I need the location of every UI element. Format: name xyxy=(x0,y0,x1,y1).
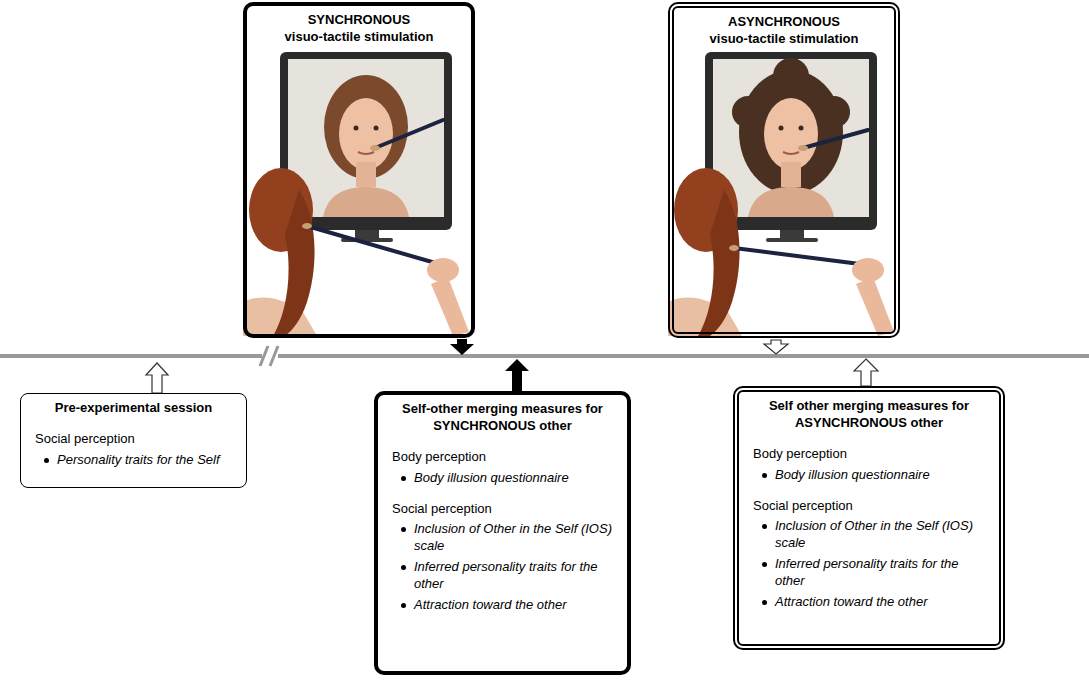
bullet-row: Inclusion of Other in the Self (IOS) sca… xyxy=(749,518,989,552)
measure-item: Inferred personality traits for the othe… xyxy=(775,556,989,590)
box-heading: visuo-tactile stimulation xyxy=(257,29,461,46)
measure-item: Inclusion of Other in the Self (IOS) sca… xyxy=(775,518,989,552)
timeline-arrows-part xyxy=(854,359,878,386)
asynchronous-illustration xyxy=(668,52,894,336)
measure-item: Inferred personality traits for the othe… xyxy=(414,559,617,593)
bullet-dot xyxy=(762,473,767,478)
bullet-dot xyxy=(762,562,767,567)
timeline-arrows-part xyxy=(146,363,168,393)
section-label: Social perception xyxy=(31,431,236,448)
measures-box: Self other merging measures for ASYNCHRO… xyxy=(733,386,1005,650)
box-heading: Self other merging measures for ASYNCHRO… xyxy=(749,398,989,432)
timeline-part xyxy=(260,346,268,366)
synchronous-illustration-part xyxy=(427,258,459,282)
asynchronous-illustration-part xyxy=(734,248,860,264)
timeline-arrows-part xyxy=(505,359,529,391)
asynchronous-illustration-part xyxy=(732,96,764,128)
bullet-dot xyxy=(762,600,767,605)
asynchronous-illustration-part xyxy=(668,168,894,336)
bullet-row: Inclusion of Other in the Self (IOS) sca… xyxy=(388,521,617,555)
stimulation-panel: ASYNCHRONOUSvisuo-tactile stimulation xyxy=(668,2,900,338)
measures-box: Self-other merging measures for SYNCHRON… xyxy=(374,391,631,675)
synchronous-illustration-part xyxy=(243,168,469,336)
bullet-row: Inferred personality traits for the othe… xyxy=(388,559,617,593)
bullet-row: Personality traits for the Self xyxy=(31,452,236,469)
bullet-row: Inferred personality traits for the othe… xyxy=(749,556,989,590)
measure-item: Inclusion of Other in the Self (IOS) sca… xyxy=(414,521,617,555)
measure-item: Attraction toward the other xyxy=(414,597,617,614)
asynchronous-illustration-part xyxy=(773,58,809,94)
box-heading: visuo-tactile stimulation xyxy=(684,31,884,48)
bullet-dot xyxy=(401,603,406,608)
bullet-dot xyxy=(44,458,49,463)
asynchronous-illustration-part xyxy=(729,245,739,251)
bullet-row: Attraction toward the other xyxy=(388,597,617,614)
box-heading: SYNCHRONOUS xyxy=(257,12,461,29)
timeline-part xyxy=(270,346,278,366)
measure-item: Attraction toward the other xyxy=(775,594,989,611)
timeline-part xyxy=(0,354,1089,358)
section-label: Body perception xyxy=(749,446,989,463)
bullet-dot xyxy=(401,527,406,532)
synchronous-illustration-part xyxy=(302,223,312,229)
session-box: Pre-experimental sessionSocial perceptio… xyxy=(20,393,247,488)
box-heading: Pre-experimental session xyxy=(31,400,236,417)
box-heading: ASYNCHRONOUS xyxy=(684,14,884,31)
measure-item: Personality traits for the Self xyxy=(57,452,236,469)
asynchronous-illustration-part xyxy=(803,130,868,148)
timeline-arrows xyxy=(146,339,878,393)
bullet-row: Attraction toward the other xyxy=(749,594,989,611)
section-label: Social perception xyxy=(388,501,617,518)
bullet-dot xyxy=(401,476,406,481)
timeline xyxy=(0,346,1089,366)
bullet-dot xyxy=(401,565,406,570)
bullet-row: Body illusion questionnaire xyxy=(388,470,617,487)
asynchronous-illustration-part xyxy=(818,96,850,128)
synchronous-illustration-part xyxy=(307,226,439,264)
asynchronous-illustration-part xyxy=(852,258,884,282)
stimulation-panel: SYNCHRONOUSvisuo-tactile stimulation xyxy=(243,2,475,338)
synchronous-illustration-part xyxy=(370,145,380,151)
asynchronous-illustration-part xyxy=(798,145,808,151)
section-label: Social perception xyxy=(749,498,989,515)
synchronous-illustration-part xyxy=(323,98,409,217)
bullet-row: Body illusion questionnaire xyxy=(749,467,989,484)
asynchronous-illustration-part xyxy=(748,98,834,217)
measure-item: Body illusion questionnaire xyxy=(775,467,989,484)
synchronous-illustration-part xyxy=(375,120,443,148)
section-label: Body perception xyxy=(388,449,617,466)
box-heading: Self-other merging measures for SYNCHRON… xyxy=(388,401,617,435)
bullet-dot xyxy=(762,524,767,529)
synchronous-illustration xyxy=(243,52,469,336)
timeline-arrows-part xyxy=(450,339,474,355)
measure-item: Body illusion questionnaire xyxy=(414,470,617,487)
timeline-arrows-part xyxy=(764,340,788,354)
